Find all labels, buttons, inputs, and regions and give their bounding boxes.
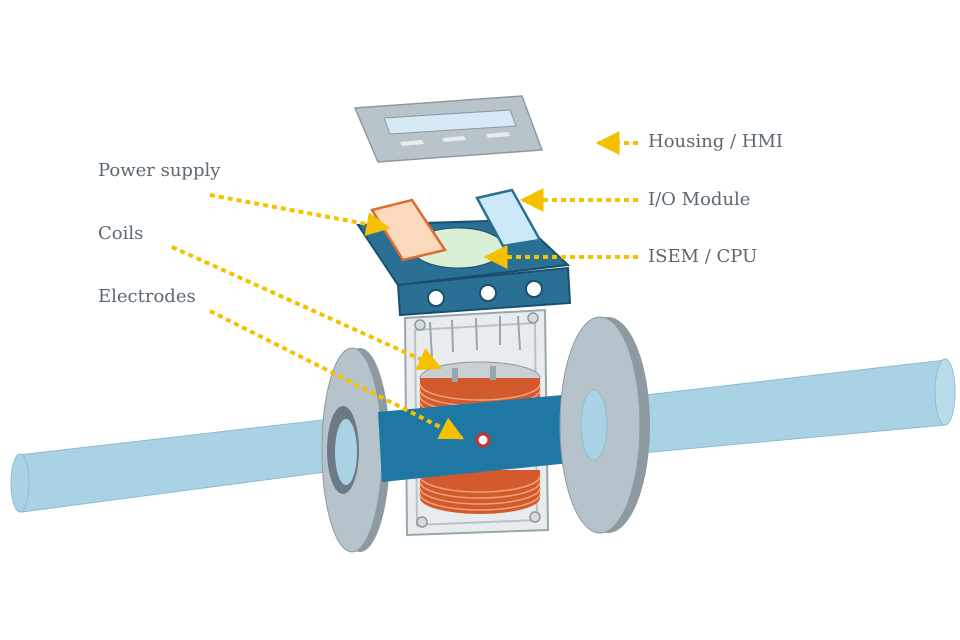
label-coils: Coils [98, 223, 144, 244]
callout-arrows [171, 131, 638, 440]
electrode-dot [475, 432, 491, 448]
arrow-electrodes [209, 309, 465, 440]
lower-coil [419, 470, 541, 514]
arrow-coils [171, 245, 443, 371]
left-pipe [10, 417, 341, 513]
right-flange [559, 316, 650, 534]
label-power-supply: Power supply [98, 160, 221, 181]
hmi-lid [353, 95, 544, 163]
label-electrodes: Electrodes [98, 286, 196, 307]
label-isem-cpu: ISEM / CPU [648, 246, 758, 267]
right-pipe [619, 358, 956, 456]
left-flange [321, 347, 390, 553]
label-io-module: I/O Module [648, 189, 751, 210]
label-housing-hmi: Housing / HMI [648, 131, 783, 152]
io-module-board [475, 188, 542, 248]
arrow-power-supply [209, 193, 391, 236]
